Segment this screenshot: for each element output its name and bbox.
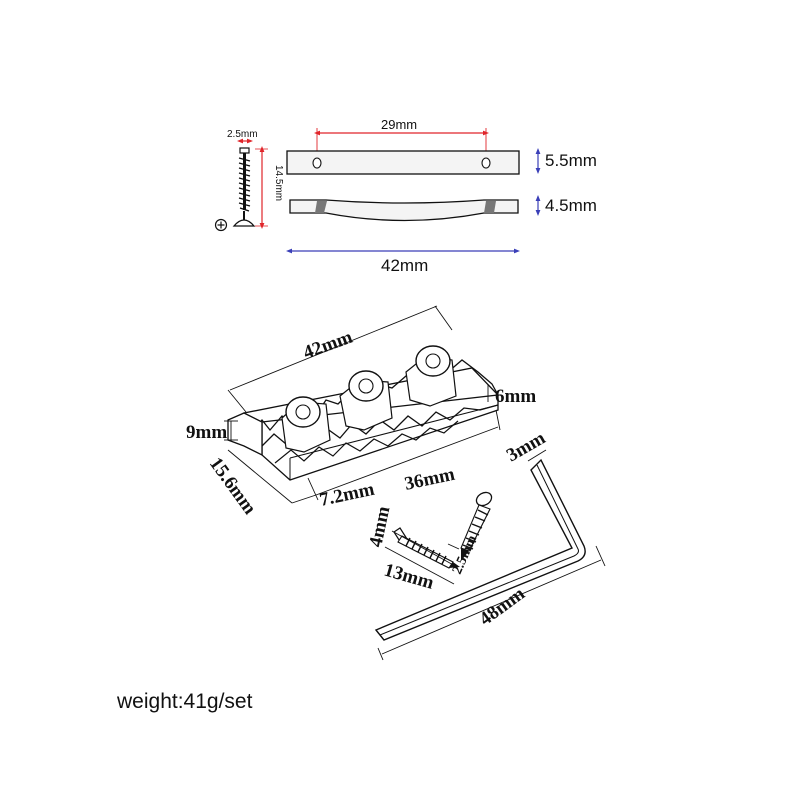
- bottom-plate-height-label: 4.5mm: [545, 196, 597, 215]
- wrench-length-dimension: [381, 559, 602, 655]
- nut-depth-label: 15.6mm: [205, 454, 260, 519]
- nut-length-dimension: [227, 305, 453, 413]
- top-plate-height-label: 5.5mm: [545, 151, 597, 170]
- plate-length-label: 42mm: [381, 256, 428, 275]
- wood-screw-drawing: [214, 147, 256, 232]
- weight-caption: weight:41g/set: [117, 690, 253, 713]
- hole-spacing-label: 29mm: [381, 117, 417, 132]
- small-screw-drawing: [460, 491, 493, 561]
- bottom-clamp-plate: [289, 199, 519, 222]
- pad-spacing-label: 36mm: [403, 464, 457, 495]
- top-clamp-plate: [286, 150, 520, 175]
- screw-diameter-label: 2.5mm: [227, 129, 258, 140]
- hex-wrench-drawing: [374, 458, 586, 641]
- screw-head-label: 4mm: [365, 504, 394, 549]
- nut-depth-dimension: [227, 449, 293, 504]
- screw-length-label: 14.5mm: [273, 165, 284, 201]
- nut-height-label: 9mm: [186, 422, 227, 443]
- pad-spacing-dimension: [315, 426, 499, 496]
- screw-length-dimension-2: [384, 546, 455, 585]
- clamp-screw-drawing: [393, 527, 460, 569]
- pad-width-label: 7.2mm: [318, 479, 377, 511]
- nut-right-height-label: 6mm: [495, 386, 536, 407]
- wrench-size-label: 3mm: [503, 427, 549, 466]
- small-screw-diameter-label: 2.5mm: [450, 533, 480, 577]
- screw-length-label-2: 13mm: [382, 560, 437, 594]
- nut-length-label: 42mm: [301, 327, 356, 364]
- locking-nut-body: [227, 345, 500, 481]
